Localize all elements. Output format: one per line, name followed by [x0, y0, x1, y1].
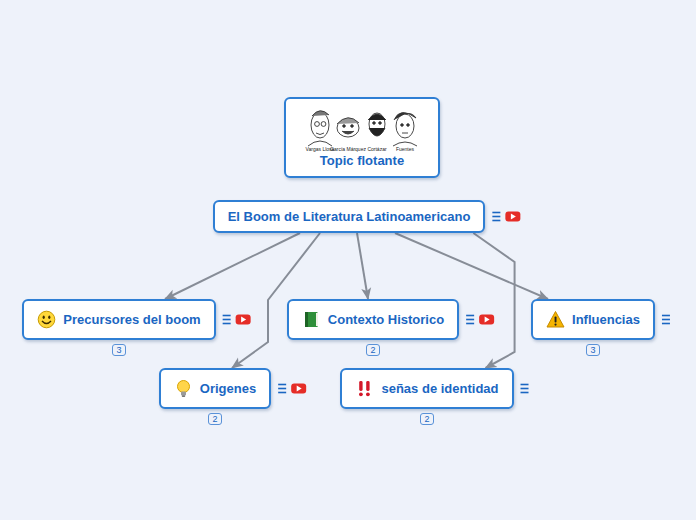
topic-icon [546, 310, 565, 329]
floating-topic: Topic flotante [284, 97, 440, 178]
video-icon [505, 212, 520, 222]
topic-text: señas de identidad [381, 381, 498, 396]
subtopic-box: señas de identidad [340, 368, 513, 409]
topic-text: Influencias [572, 312, 640, 327]
topic-icon [355, 379, 374, 398]
branch-connector [357, 233, 368, 299]
video-icon [479, 315, 494, 325]
notes-icon [223, 316, 231, 324]
subtopic-box: Origenes [159, 368, 271, 409]
subtopic-box: Precursores del boom [22, 299, 215, 340]
video-icon [236, 315, 251, 325]
notes-icon [466, 316, 474, 324]
topic-text: Origenes [200, 381, 256, 396]
count-badge: 3 [586, 344, 599, 356]
caricature-caption: García Márquez [330, 146, 366, 152]
topic-icon [174, 379, 193, 398]
count-badge: 3 [112, 344, 125, 356]
topic-text: El Boom de Literatura Latinoamericano [228, 209, 471, 224]
notes-icon [521, 385, 529, 393]
branch-connector [473, 233, 514, 368]
notes-icon [278, 385, 286, 393]
notes-icon [492, 213, 500, 221]
subtopic-box: Influencias [531, 299, 655, 340]
topic-icon [302, 310, 321, 329]
caricature-caption: Cortázar [367, 146, 386, 152]
topic-text: Topic flotante [320, 153, 404, 168]
branch-connector [165, 233, 300, 299]
topic-text: Contexto Historico [328, 312, 444, 327]
count-badge: 2 [208, 413, 221, 425]
topic-text: Precursores del boom [63, 312, 200, 327]
topic-icon [37, 310, 56, 329]
subtopic-box: Contexto Historico [287, 299, 459, 340]
count-badge: 2 [366, 344, 379, 356]
video-icon [291, 384, 306, 394]
branch-connector [395, 233, 548, 299]
caricature-caption: Fuentes [396, 146, 414, 152]
central-topic: El Boom de Literatura Latinoamericano [213, 200, 486, 233]
notes-icon [662, 316, 670, 324]
author-caricatures [304, 106, 420, 150]
count-badge: 2 [420, 413, 433, 425]
